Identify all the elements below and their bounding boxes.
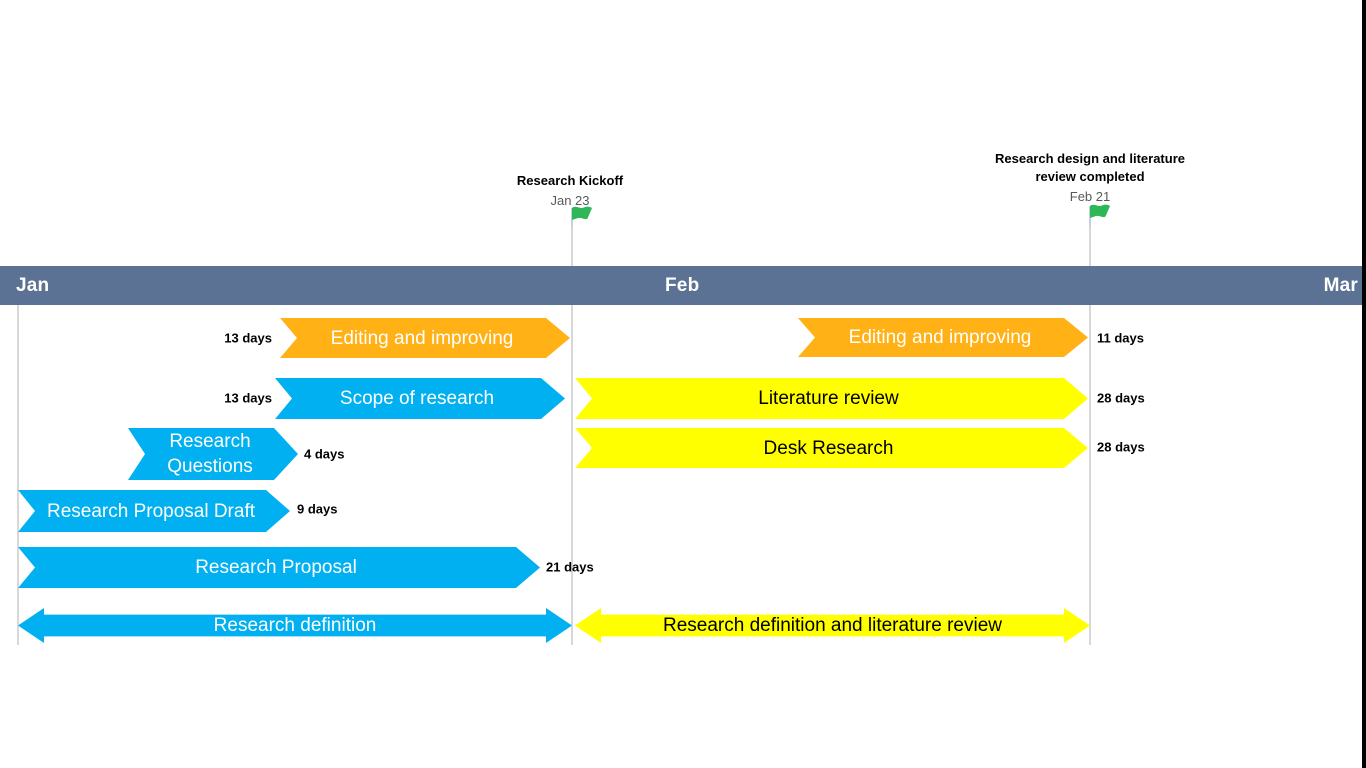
milestone-research-kickoff: Research Kickoff Jan 23 (445, 172, 695, 208)
milestone-title: Research design and literature review co… (965, 150, 1215, 186)
task-label: Editing and improving (848, 327, 1032, 348)
summary-bar-research-definition-and-literature-review: Research definition and literature revie… (575, 608, 1090, 643)
milestone-date: Feb 21 (1069, 189, 1111, 204)
task-bar-scope-of-research: Scope of research (275, 378, 565, 419)
duration-label: 11 days (1097, 330, 1144, 346)
duration-label: 9 days (297, 501, 338, 517)
task-bar-desk-research: Desk Research (575, 428, 1088, 468)
month-label-jan: Jan (16, 274, 50, 296)
task-label: Editing and improving (330, 327, 514, 349)
milestone-connector-line-feb21 (1089, 224, 1091, 645)
duration-label: 28 days (1097, 439, 1145, 455)
milestone-date: Jan 23 (550, 193, 590, 208)
task-label: Research definition and literature revie… (662, 615, 1002, 636)
milestone-research-design-completed: Research design and literature review co… (965, 150, 1215, 204)
duration-label: 13 days (224, 330, 272, 346)
duration-label: 13 days (224, 390, 272, 406)
task-label: Research Questions (167, 431, 253, 477)
task-bar-research-proposal-draft: Research Proposal Draft (18, 490, 290, 532)
milestone-connector-line-jan23 (571, 226, 573, 645)
month-label-mar: Mar (1323, 274, 1358, 296)
milestone-title: Research Kickoff (445, 172, 695, 190)
duration-label: 28 days (1097, 390, 1145, 406)
task-label: Research Proposal Draft (46, 500, 256, 522)
milestone-title-line: review completed (1035, 169, 1145, 184)
duration-label: 4 days (304, 446, 345, 462)
month-label-feb: Feb (665, 274, 700, 296)
milestone-title-line: Research Kickoff (516, 173, 624, 188)
task-label: Research definition (213, 615, 377, 636)
screen-edge-strip (1362, 0, 1366, 768)
task-bar-literature-review: Literature review (575, 378, 1088, 419)
task-label: Research Proposal (195, 557, 357, 578)
task-bar-research-proposal: Research Proposal (18, 547, 540, 588)
task-label: Desk Research (763, 437, 894, 459)
task-label: Scope of research (339, 388, 495, 409)
task-label: Literature review (758, 388, 899, 409)
milestone-flag-icon (571, 206, 592, 229)
task-bar-research-questions: Research Questions (128, 428, 298, 480)
duration-label: 21 days (546, 559, 594, 575)
milestone-title-line: Research design and literature (994, 151, 1185, 166)
summary-bar-research-definition: Research definition (18, 608, 572, 643)
task-bar-editing-and-improving-2: Editing and improving (798, 318, 1088, 357)
timescale-band: Jan Feb Mar (0, 266, 1366, 305)
task-bar-editing-and-improving-1: Editing and improving (280, 318, 570, 358)
milestone-flag-icon (1089, 204, 1110, 227)
chart-left-axis-line (17, 305, 19, 645)
